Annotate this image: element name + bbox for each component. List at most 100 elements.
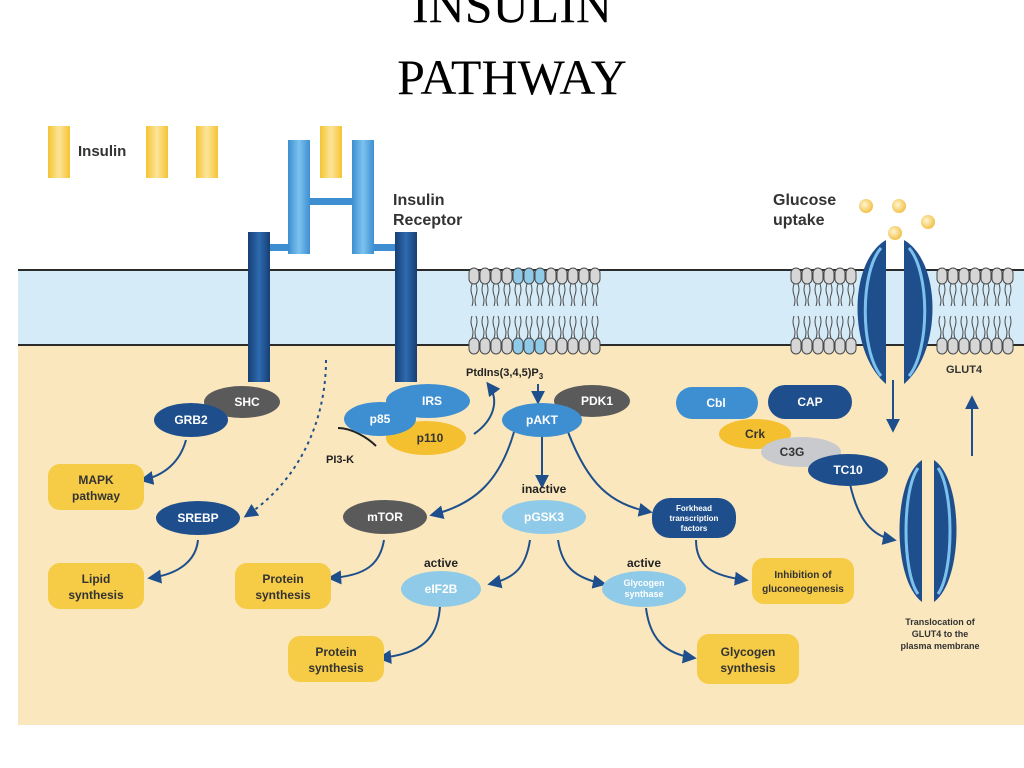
- phospholipid-head: [501, 267, 513, 285]
- phospholipid-tail: [953, 315, 957, 339]
- phospholipid-tail: [503, 315, 507, 339]
- glut4-label: GLUT4: [946, 364, 983, 376]
- node-shc: [204, 386, 280, 418]
- outcome-protein1-line-2: synthesis: [255, 588, 311, 602]
- node-pakt-label: pAKT: [526, 413, 559, 427]
- phospholipid-tail: [986, 315, 990, 339]
- outcome-mapk-pathway: [48, 464, 144, 510]
- phospholipid-head: [468, 267, 480, 285]
- phospholipid-tail: [938, 283, 942, 307]
- phospholipid-head: [980, 337, 992, 355]
- arrow-tc10-to-glut4: [849, 483, 897, 545]
- outcome-glycogen-line-2: synthesis: [720, 661, 776, 675]
- phospholipid-head: [479, 337, 491, 355]
- node-eif2b-label: eIF2B: [425, 582, 458, 596]
- phospholipid-tail: [481, 283, 485, 307]
- node-grb2: [154, 403, 228, 437]
- phospholipid-head: [567, 267, 579, 285]
- receptor-label-line-1: Insulin: [393, 192, 445, 209]
- phospholipid-tail: [562, 283, 566, 307]
- phospholipid-head: [958, 337, 970, 355]
- phospholipid-head: [534, 267, 546, 285]
- active-glycogen-label: active: [627, 556, 661, 570]
- outcome-lipid-line-1: Lipid: [82, 572, 111, 586]
- phospholipid-head: [790, 267, 802, 285]
- outcome-lipid-line-2: synthesis: [68, 588, 124, 602]
- phospholipid-tail: [814, 315, 818, 339]
- phospholipid-head: [523, 267, 535, 285]
- insulin-receptor: [248, 140, 417, 382]
- phospholipid-tail: [982, 283, 986, 307]
- node-pgsk3-label: pGSK3: [524, 510, 564, 524]
- glucose-molecule: [892, 199, 906, 213]
- outcome-glycogen-synthesis: [697, 634, 799, 684]
- phospholipid-tail: [540, 283, 544, 307]
- phospholipid-head: [980, 267, 992, 285]
- phospholipid-tail: [562, 315, 566, 339]
- phospholipid-head: [490, 337, 502, 355]
- node-mtor-label: mTOR: [367, 510, 403, 524]
- phospholipid-tail: [825, 315, 829, 339]
- phospholipid-head: [801, 337, 813, 355]
- glut4-transporter-membrane: [857, 240, 933, 384]
- phospholipid-tail: [847, 315, 851, 339]
- phospholipid-tail: [584, 283, 588, 307]
- phospholipid-tail: [971, 283, 975, 307]
- phospholipid-head: [991, 267, 1003, 285]
- phospholipid-tail: [507, 315, 511, 339]
- phospholipid-tail: [485, 283, 489, 307]
- phospholipid-tail: [807, 315, 811, 339]
- lipid-bilayer-center: [468, 267, 601, 355]
- phospholipid-tail: [1004, 283, 1008, 307]
- outcome-glycogen-line-1: Glycogen: [721, 645, 776, 659]
- arrow-pakt-to-mtor: [429, 431, 515, 520]
- phospholipid-tail: [507, 283, 511, 307]
- phospholipid-tail: [942, 283, 946, 307]
- arrow-srebp-to-lipid: [147, 539, 199, 584]
- phospholipid-tail: [503, 283, 507, 307]
- phospholipid-head: [801, 267, 813, 285]
- phospholipid-tail: [986, 283, 990, 307]
- phospholipid-tail: [847, 283, 851, 307]
- phospholipid-tail: [536, 315, 540, 339]
- arrow-receptor-to-srebp: [243, 359, 327, 518]
- translocation-label-line-3: plasma membrane: [900, 641, 979, 651]
- phospholipid-tail: [485, 315, 489, 339]
- phospholipid-tail: [792, 315, 796, 339]
- phospholipid-tail: [551, 283, 555, 307]
- phospholipid-head: [947, 267, 959, 285]
- phospholipid-tail: [595, 283, 599, 307]
- cytoplasm-region: [18, 345, 1024, 725]
- node-forkhead-label-2: transcription: [670, 514, 719, 523]
- phospholipid-head: [523, 337, 535, 355]
- phospholipid-head: [556, 267, 568, 285]
- node-srebp: [156, 501, 240, 535]
- arrow-p110-to-ptdins: [473, 381, 501, 435]
- phospholipid-tail: [518, 283, 522, 307]
- phospholipid-tail: [573, 283, 577, 307]
- phospholipid-tail: [949, 283, 953, 307]
- node-tc10: [808, 454, 888, 486]
- arrow-pgsk3-to-eif2b: [487, 539, 531, 589]
- outcome-gluconeogenesis-inhibition: [752, 558, 854, 604]
- phospholipid-head: [991, 337, 1003, 355]
- phospholipid-tail: [807, 283, 811, 307]
- node-forkhead: [652, 498, 736, 538]
- phospholipid-tail: [518, 315, 522, 339]
- node-p85: [344, 402, 416, 436]
- node-p110-label: p110: [417, 431, 444, 445]
- phospholipid-tail: [595, 315, 599, 339]
- phospholipid-head: [534, 337, 546, 355]
- phospholipid-head: [490, 267, 502, 285]
- node-pgsk3: [502, 500, 586, 534]
- phospholipid-head: [834, 337, 846, 355]
- node-mtor: [343, 500, 427, 534]
- phospholipid-tail: [796, 283, 800, 307]
- phospholipid-tail: [470, 283, 474, 307]
- phospholipid-tail: [851, 283, 855, 307]
- node-tc10-label: TC10: [833, 463, 863, 477]
- node-glycogen-synthase: [602, 571, 686, 607]
- phospholipid-tail: [829, 283, 833, 307]
- title-line-1: INSULIN: [412, 0, 612, 33]
- phospholipid-tail: [492, 283, 496, 307]
